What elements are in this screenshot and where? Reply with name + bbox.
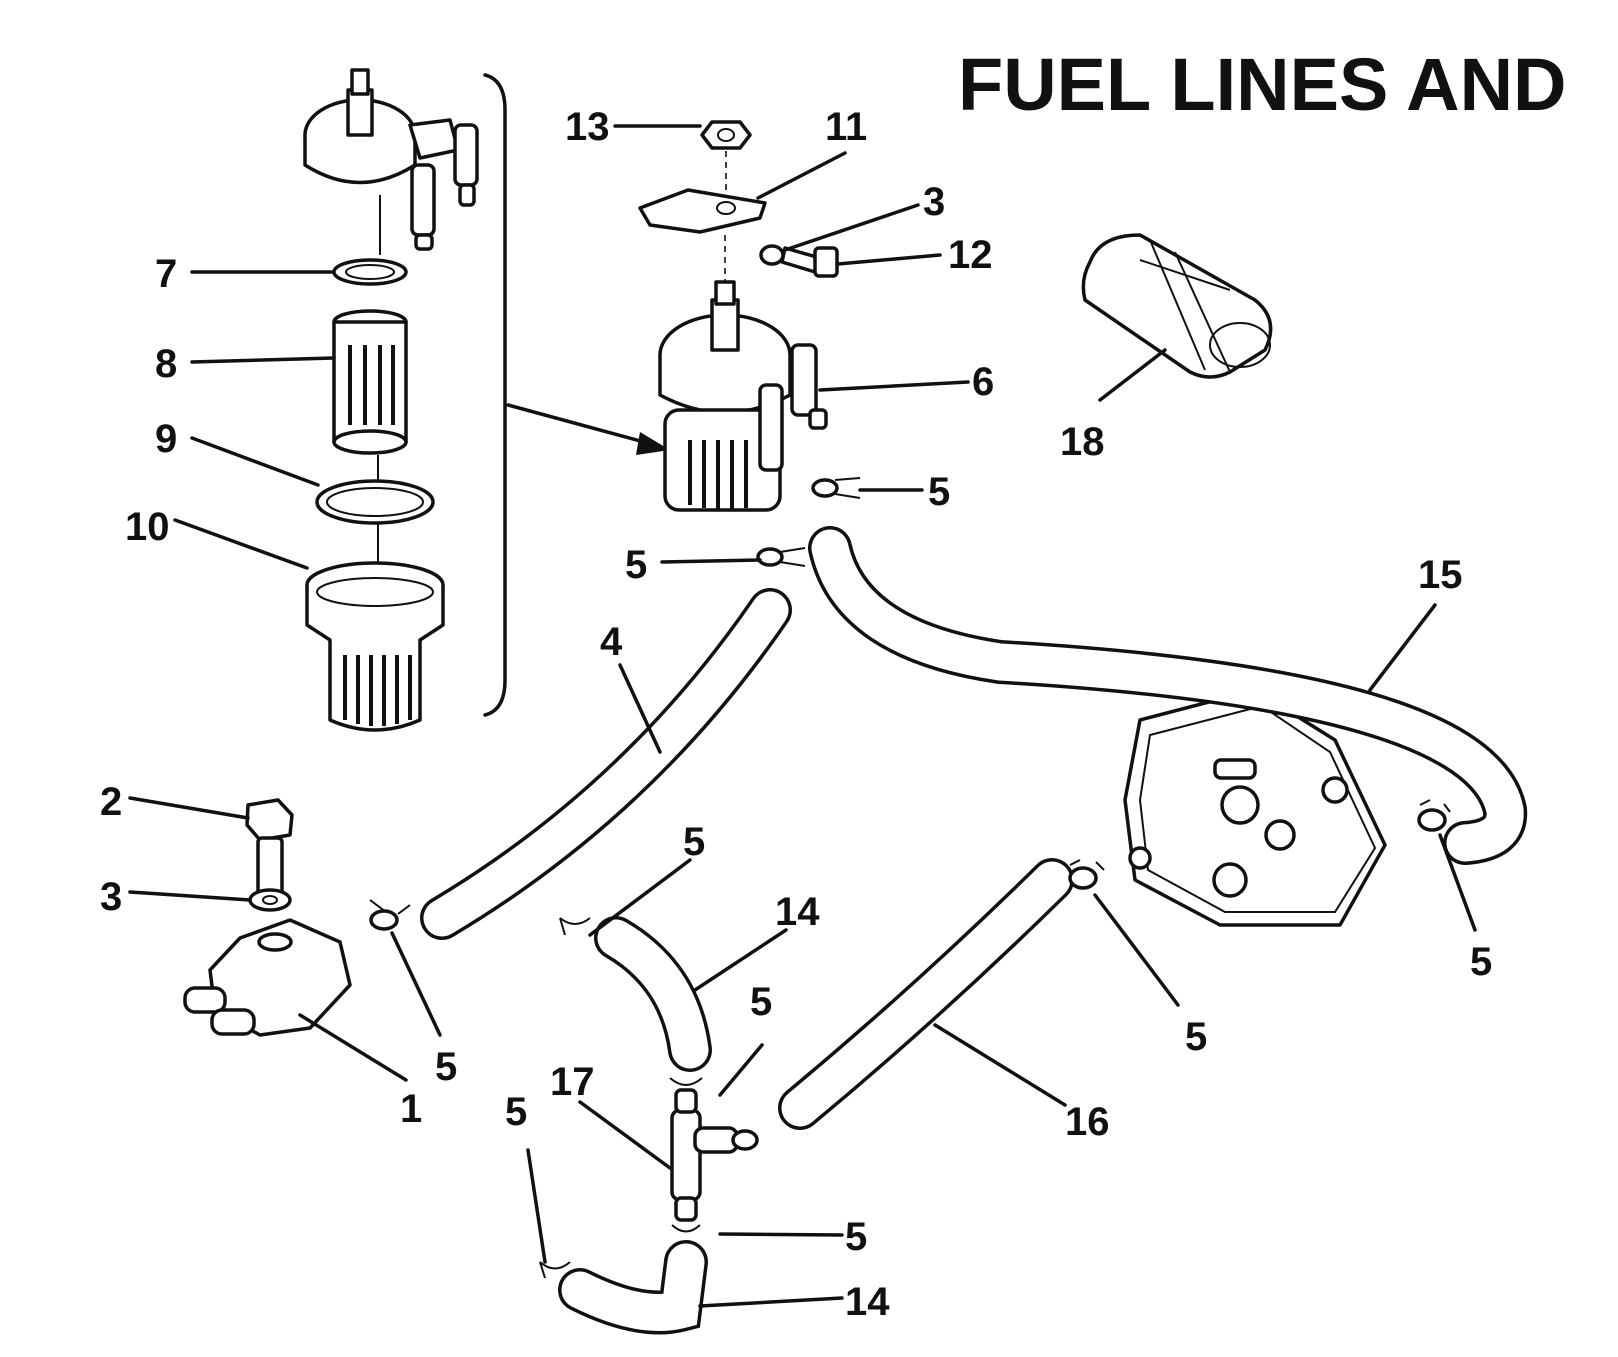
hose-15 bbox=[808, 526, 1528, 865]
assembly-arrow bbox=[506, 403, 657, 447]
callout-5-filter: 5 bbox=[928, 470, 950, 514]
clamps bbox=[369, 477, 1451, 1279]
sleeve-18 bbox=[1081, 233, 1273, 379]
callout-1: 1 bbox=[400, 1087, 422, 1131]
callout-3-filter: 3 bbox=[923, 180, 945, 224]
clamp-pump-inlet bbox=[1068, 859, 1105, 890]
filter-head-exploded bbox=[303, 68, 479, 251]
mounting-bracket bbox=[638, 188, 767, 234]
callout-5-pump-inlet: 5 bbox=[1185, 1015, 1207, 1059]
clamp-tee-top bbox=[669, 1077, 703, 1086]
clamp-hose-14-top bbox=[559, 917, 591, 936]
callout-12: 12 bbox=[948, 233, 993, 277]
callout-10: 10 bbox=[125, 505, 170, 549]
fuel-filter-assembled bbox=[658, 280, 828, 512]
diagram-title: FUEL LINES AND bbox=[958, 43, 1566, 126]
callout-13: 13 bbox=[565, 105, 610, 149]
hose-4 bbox=[420, 588, 792, 940]
callout-14-upper: 14 bbox=[775, 890, 820, 934]
callout-5-connector: 5 bbox=[435, 1045, 457, 1089]
assembly-bracket bbox=[483, 73, 507, 717]
hose-14-lower bbox=[558, 1240, 708, 1335]
fuel-pump bbox=[1123, 688, 1387, 927]
fuel-connector bbox=[183, 918, 352, 1037]
hose-16 bbox=[778, 858, 1074, 1130]
callout-8: 8 bbox=[155, 342, 177, 386]
hex-nut bbox=[700, 120, 752, 150]
callout-18: 18 bbox=[1060, 420, 1105, 464]
filter-bowl bbox=[305, 561, 445, 732]
clamp-tee-side bbox=[731, 1129, 759, 1151]
filter-exploded-assembly bbox=[303, 68, 670, 732]
callout-5-tee-bottom: 5 bbox=[845, 1215, 867, 1259]
callout-6: 6 bbox=[972, 360, 994, 404]
bolt-2 bbox=[245, 798, 294, 900]
clamp-pump-outlet bbox=[1417, 799, 1451, 832]
hose-14-upper bbox=[594, 916, 712, 1072]
callout-5-pump-outlet: 5 bbox=[1470, 940, 1492, 984]
callout-17: 17 bbox=[550, 1060, 595, 1104]
callout-2: 2 bbox=[100, 780, 122, 824]
clamp-hose-4-top bbox=[756, 547, 806, 567]
callout-16: 16 bbox=[1065, 1100, 1110, 1144]
clamp-hose-14-bottom bbox=[539, 1261, 571, 1279]
callout-3-connector: 3 bbox=[100, 875, 122, 919]
clamp-connector bbox=[369, 899, 411, 931]
callout-5-tee-top: 5 bbox=[750, 980, 772, 1024]
seal-ring bbox=[332, 258, 408, 286]
callout-7: 7 bbox=[155, 252, 177, 296]
washer-3 bbox=[248, 888, 292, 912]
tee-fitting bbox=[670, 1088, 739, 1222]
callout-4: 4 bbox=[600, 620, 623, 664]
callout-5-hose-14-top: 5 bbox=[683, 820, 705, 864]
callout-11: 11 bbox=[825, 105, 867, 149]
bolt-12 bbox=[759, 244, 839, 278]
leader-lines bbox=[128, 124, 1477, 1308]
callout-5-hose-14-bottom: 5 bbox=[505, 1090, 527, 1134]
callout-labels: 13 11 3 12 7 8 9 10 6 5 18 5 15 4 2 3 5 … bbox=[100, 105, 1492, 1324]
callout-9: 9 bbox=[155, 417, 177, 461]
callout-5-hose-4: 5 bbox=[625, 543, 647, 587]
clamp-tee-bottom bbox=[671, 1224, 701, 1233]
callout-14-lower: 14 bbox=[845, 1280, 890, 1324]
callout-15: 15 bbox=[1418, 553, 1463, 597]
filter-element bbox=[332, 309, 408, 455]
clamp-filter-outlet bbox=[811, 477, 861, 499]
